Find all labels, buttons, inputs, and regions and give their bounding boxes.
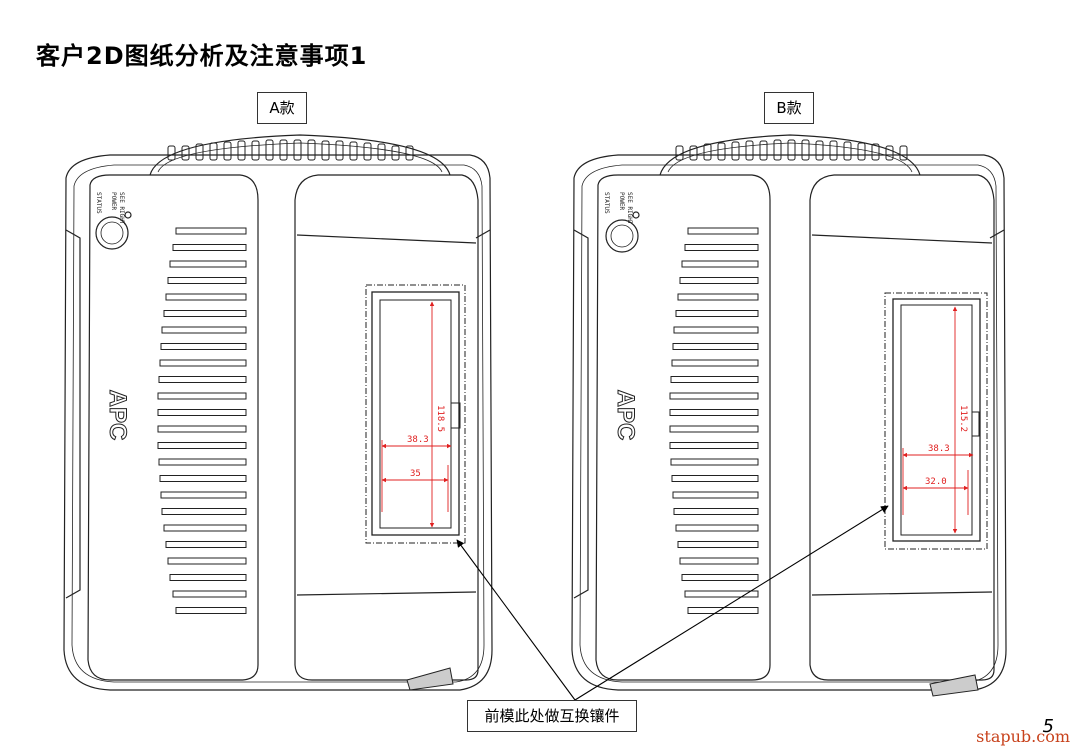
vent-slat (169, 260, 247, 268)
vent-slat (671, 475, 759, 482)
dim-width-a: 38.3 (407, 435, 429, 445)
dim-inner-a: 35 (410, 469, 421, 479)
vent-slat (163, 524, 247, 532)
insert-area-b: 115.2 38.3 32.0 (884, 292, 988, 550)
dim-inner-b: 32.0 (925, 477, 947, 487)
logo-a: APC (104, 390, 131, 441)
vent-slat (175, 607, 247, 614)
indicator-label-b-3: STATUS (603, 192, 610, 214)
vent-slat (158, 458, 247, 466)
vent-slat (161, 326, 247, 334)
vent-slat (172, 244, 247, 251)
device-a (63, 134, 493, 691)
page-number: 5 (1042, 716, 1054, 737)
vent-slat (687, 607, 759, 614)
vent-slat (175, 227, 247, 235)
logo-b: APC (612, 390, 639, 441)
vent-slat (679, 277, 759, 284)
dim-height-a: 118.5 (435, 405, 445, 432)
vent-slat (157, 409, 247, 416)
indicator-label-b-1: SEE RIGHT (626, 192, 633, 225)
vent-slat (673, 508, 759, 515)
vent-slat (681, 574, 759, 581)
vent-slat (677, 293, 759, 301)
side-vents-a (157, 227, 247, 614)
top-vents-b (675, 139, 908, 161)
side-vents-b (669, 227, 759, 614)
vent-slat (157, 392, 247, 400)
vent-slat (677, 541, 759, 548)
vent-slat (165, 541, 247, 548)
vent-slat (163, 310, 247, 317)
vent-slat (672, 343, 759, 350)
vent-slat (165, 293, 247, 301)
vent-slat (157, 442, 247, 449)
vent-slat (675, 524, 759, 532)
vent-slat (159, 475, 247, 482)
vent-slat (673, 326, 759, 334)
indicator-label-b-2: POWER (618, 192, 625, 210)
vent-slat (167, 277, 247, 284)
vent-slat (172, 590, 247, 598)
vent-slat (158, 376, 247, 383)
vent-slat (675, 310, 759, 317)
vent-slat (670, 458, 759, 466)
dim-height-b: 115.2 (958, 405, 968, 432)
vent-slat (684, 244, 759, 251)
vent-slat (169, 574, 247, 581)
label-model-b: B款 (764, 92, 814, 124)
vent-slat (161, 508, 247, 515)
vent-slat (670, 376, 759, 383)
top-vents-a (167, 139, 414, 161)
vent-slat (669, 425, 759, 433)
label-model-a: A款 (257, 92, 307, 124)
vent-slat (669, 409, 759, 416)
watermark: stapub.com (976, 727, 1070, 746)
vent-slat (160, 491, 247, 499)
indicator-label-a-1: SEE RIGHT (118, 192, 125, 225)
vent-slat (671, 359, 759, 367)
indicator-label-a-3: STATUS (95, 192, 102, 214)
vent-slat (679, 557, 759, 565)
vent-slat (681, 260, 759, 268)
vent-slat (687, 227, 759, 235)
vent-slat (672, 491, 759, 499)
vent-slat (669, 442, 759, 449)
vent-slat (157, 425, 247, 433)
vent-slat (160, 343, 247, 350)
vent-slat (167, 557, 247, 565)
callout-arrows (456, 505, 889, 701)
vent-slat (159, 359, 247, 367)
device-b (571, 134, 1007, 691)
vent-slat (684, 590, 759, 598)
insert-area-a: 118.5 38.3 35 (365, 284, 466, 544)
callout-note: 前模此处做互换镶件 (467, 700, 637, 732)
vent-slat (669, 392, 759, 400)
indicator-label-a-2: POWER (110, 192, 117, 210)
dim-width-b: 38.3 (928, 444, 950, 454)
slide-title: 客户2D图纸分析及注意事项1 (36, 42, 368, 70)
